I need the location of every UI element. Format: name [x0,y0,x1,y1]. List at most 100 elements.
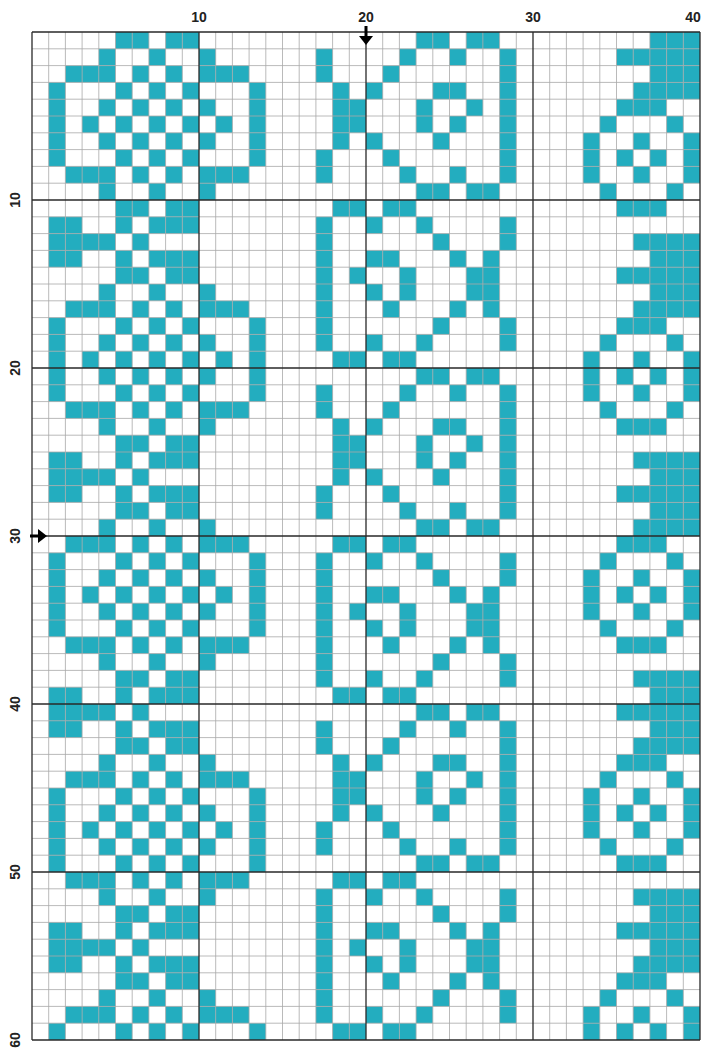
stitch-cell [49,855,66,872]
stitch-cell [399,1023,416,1040]
stitch-cell [500,670,517,687]
stitch-cell [199,654,216,671]
stitch-cell [99,805,116,822]
stitch-cell [149,452,166,469]
stitch-cell [683,603,700,620]
stitch-cell [132,502,149,519]
stitch-cell [99,603,116,620]
stitch-cell [450,502,467,519]
stitch-cell [249,855,266,872]
stitch-cell [650,939,667,956]
stitch-cell [450,166,467,183]
stitch-cell [683,452,700,469]
stitch-cell [182,973,199,990]
stitch-cell [65,66,82,83]
stitch-cell [399,284,416,301]
row-number: 50 [6,857,24,887]
stitch-cell [249,805,266,822]
stitch-cell [316,502,333,519]
stitch-cell [65,301,82,318]
stitch-cell [650,586,667,603]
stitch-cell [49,603,66,620]
stitch-cell [349,200,366,217]
stitch-cell [316,603,333,620]
stitch-cell [333,687,350,704]
row-number: 20 [6,353,24,383]
stitch-cell [149,150,166,167]
stitch-cell [65,721,82,738]
stitch-cell [500,1006,517,1023]
stitch-cell [216,402,233,419]
stitch-cell [466,368,483,385]
stitch-cell [249,133,266,150]
stitch-cell [633,570,650,587]
stitch-cell [316,838,333,855]
stitch-cell [683,133,700,150]
stitch-cell [132,570,149,587]
stitch-cell [433,906,450,923]
stitch-cell [650,889,667,906]
stitch-cell [683,32,700,49]
stitch-cell [650,973,667,990]
stitch-cell [149,116,166,133]
stitch-cell [416,855,433,872]
stitch-cell [633,754,650,771]
stitch-cell [633,670,650,687]
stitch-cell [349,603,366,620]
stitch-cell [500,838,517,855]
stitch-cell [49,1023,66,1040]
stitch-cell [650,418,667,435]
stitch-cell [49,334,66,351]
stitch-cell [216,301,233,318]
stitch-cell [49,99,66,116]
stitch-cell [166,502,183,519]
stitch-cell [182,670,199,687]
stitch-cell [82,872,99,889]
stitch-cell [349,452,366,469]
stitch-cell [199,889,216,906]
stitch-cell [149,956,166,973]
stitch-cell [65,166,82,183]
stitch-cell [366,956,383,973]
stitch-cell [199,133,216,150]
stitch-cell [316,234,333,251]
stitch-cell [500,435,517,452]
stitch-cell [182,956,199,973]
stitch-cell [333,133,350,150]
stitch-cell [383,200,400,217]
stitch-cell [500,133,517,150]
stitch-cell [166,721,183,738]
stitch-cell [132,267,149,284]
stitch-cell [383,250,400,267]
center-arrow [30,26,373,543]
stitch-cell [82,351,99,368]
stitch-cell [416,217,433,234]
stitch-cell [633,133,650,150]
stitch-cell [316,721,333,738]
stitch-cell [483,620,500,637]
stitch-cell [583,150,600,167]
stitch-cell [116,32,133,49]
stitch-cell [667,334,684,351]
stitch-cell [99,133,116,150]
stitch-cell [633,788,650,805]
stitch-cell [399,603,416,620]
stitch-cell [483,637,500,654]
stitch-cell [416,334,433,351]
stitch-cell [667,838,684,855]
stitch-cell [49,150,66,167]
stitch-cell [182,351,199,368]
stitch-cell [683,469,700,486]
stitch-cell [65,536,82,553]
stitch-cell [149,990,166,1007]
stitch-cell [249,788,266,805]
stitch-cell [166,603,183,620]
stitch-cell [416,368,433,385]
stitch-cell [232,1006,249,1023]
stitch-cell [166,805,183,822]
stitch-cell [683,486,700,503]
stitch-cell [650,855,667,872]
stitch-cell [633,637,650,654]
stitch-cell [316,670,333,687]
